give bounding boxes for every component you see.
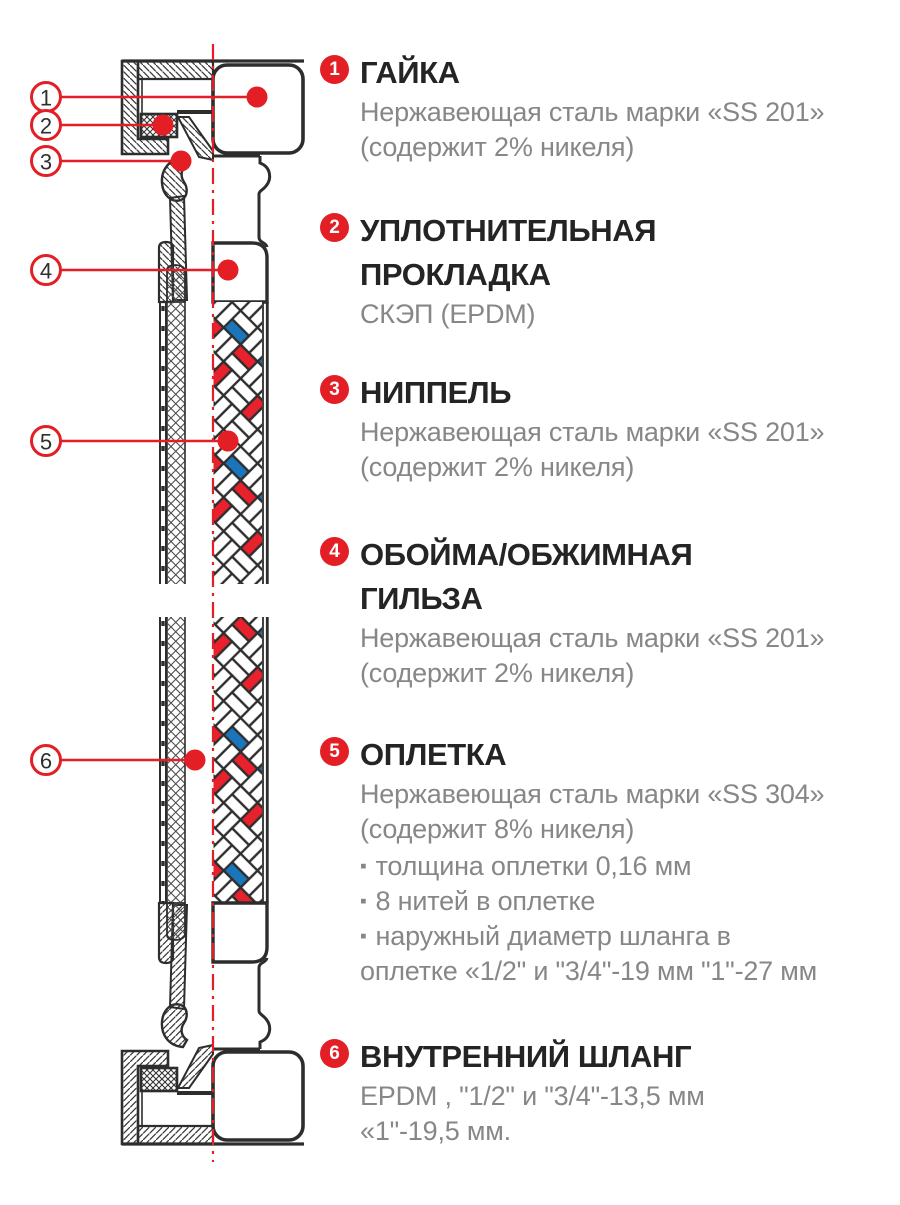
spec-item-4: 4 ОБОЙМА/ОБЖИМНАЯ ГИЛЬЗА Нержавеющая сталь… xyxy=(320,533,895,691)
item-title: УПЛОТНИТЕЛЬНАЯ ПРОКЛАДКА xyxy=(360,213,657,292)
callout-dot xyxy=(152,114,174,136)
spec-item-2: 2 УПЛОТНИТЕЛЬНАЯ ПРОКЛАДКА СКЭП (EPDM) xyxy=(320,209,895,332)
item-number-badge: 2 xyxy=(320,213,349,242)
bullet-text: наружный диаметр шланга в оплетке «1/2" … xyxy=(360,921,818,986)
bullet-text: толщина оплетки 0,16 мм xyxy=(375,851,692,881)
item-number-badge: 3 xyxy=(320,375,349,404)
item-title: ГАЙКА xyxy=(360,55,460,90)
bullet-text: 8 нитей в оплетке xyxy=(375,886,596,916)
hose-diagram: 1 2 3 4 5 6 xyxy=(30,44,306,1162)
item-description-line: (содержит 8% никеля) xyxy=(360,814,635,844)
callout-dot xyxy=(217,259,239,281)
bullet-marker-icon: ▪ xyxy=(360,926,367,947)
spec-item-6: 6 ВНУТРЕННИЙ ШЛАНГ EPDM , "1/2" и "3/4"-13… xyxy=(320,1035,895,1149)
spec-list: 1 ГАЙКА Нержавеющая сталь марки «SS 201» (с… xyxy=(320,0,895,1200)
callout-number: 5 xyxy=(40,430,52,455)
braid-lower xyxy=(213,617,262,903)
callout-number: 3 xyxy=(40,150,52,175)
callout-circle xyxy=(30,145,62,177)
item-description-line: (содержит 2% никеля) xyxy=(360,658,635,688)
spec-item-5: 5 ОПЛЕТКА Нержавеющая сталь марки «SS 304»… xyxy=(320,733,895,989)
item-title: НИППЕЛЬ xyxy=(360,375,512,410)
callout-circle xyxy=(30,109,62,141)
item-number-badge: 5 xyxy=(320,737,349,766)
inner-hose-wall-upper xyxy=(167,302,185,584)
bullet-marker-icon: ▪ xyxy=(360,856,367,877)
item-description-line: Нержавеющая сталь марки «SS 304» xyxy=(360,779,825,809)
item-description-line: Нержавеющая сталь марки «SS 201» xyxy=(360,623,825,653)
item-title: ОБОЙМА/ОБЖИМНАЯ ГИЛЬЗА xyxy=(360,537,693,616)
callout-number: 2 xyxy=(40,114,52,139)
item-number-badge: 6 xyxy=(320,1039,349,1068)
item-description-line: (содержит 2% никеля) xyxy=(360,452,635,482)
item-description-line: Нержавеющая сталь марки «SS 201» xyxy=(360,97,825,127)
item-number-badge: 4 xyxy=(320,537,349,566)
spec-item-3: 3 НИППЕЛЬ Нержавеющая сталь марки «SS 201»… xyxy=(320,371,895,485)
bullet-line: ▪ толщина оплетки 0,16 мм xyxy=(360,849,895,884)
item-bullet-list: ▪ толщина оплетки 0,16 мм ▪ 8 нитей в оплет… xyxy=(360,849,895,989)
item-description-line: (содержит 2% никеля) xyxy=(360,132,635,162)
item-title: ВНУТРЕННИЙ ШЛАНГ xyxy=(360,1039,692,1074)
item-description-line: EPDM , "1/2" и "3/4"-13,5 мм xyxy=(360,1081,705,1111)
item-description-line: Нержавеющая сталь марки «SS 201» xyxy=(360,417,825,447)
spec-item-1: 1 ГАЙКА Нержавеющая сталь марки «SS 201» (с… xyxy=(320,51,895,165)
callout-dot xyxy=(217,430,239,452)
item-description-line: «1"-19,5 мм. xyxy=(360,1116,511,1146)
callout-circle xyxy=(30,744,62,776)
callout-number: 1 xyxy=(40,86,52,111)
callouts-layer: 1 2 3 4 5 6 xyxy=(30,81,268,776)
bullet-marker-icon: ▪ xyxy=(360,891,367,912)
item-number-badge: 1 xyxy=(320,55,349,84)
callout-circle xyxy=(30,254,62,286)
item-title: ОПЛЕТКА xyxy=(360,737,507,772)
callout-dot xyxy=(246,86,268,108)
callout-dot xyxy=(170,150,192,172)
callout-number: 6 xyxy=(40,749,52,774)
bullet-line: ▪ 8 нитей в оплетке xyxy=(360,884,895,919)
bullet-line: ▪наружный диаметр шланга в оплетке «1/2"… xyxy=(360,919,895,989)
callout-dot xyxy=(184,749,206,771)
callout-number: 4 xyxy=(40,259,52,284)
item-description-line: СКЭП (EPDM) xyxy=(360,299,536,329)
callout-circle xyxy=(30,425,62,457)
